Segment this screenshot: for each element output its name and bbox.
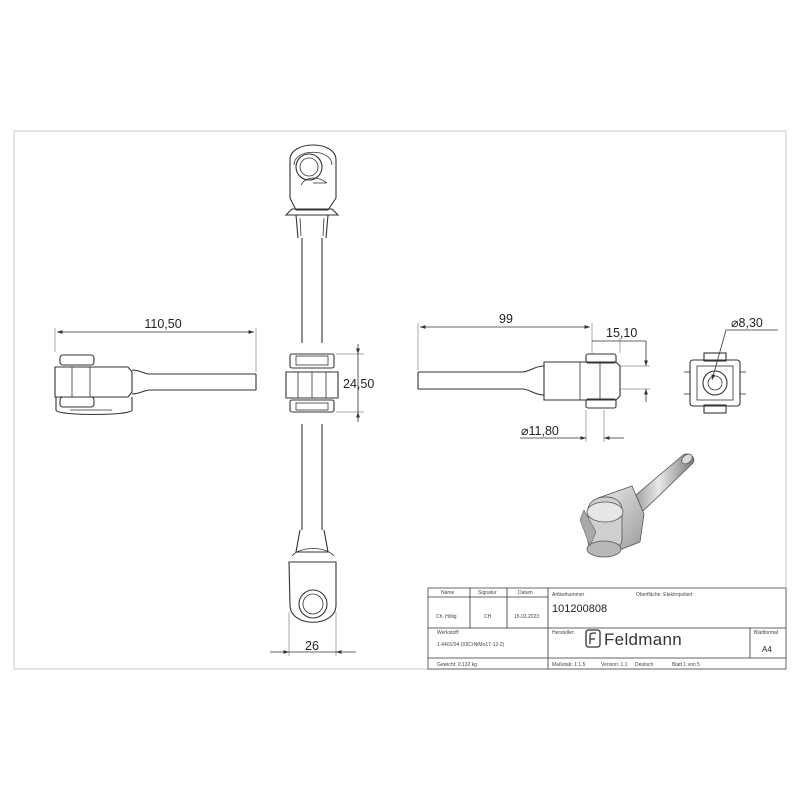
feldmann-logo-icon: [585, 629, 601, 648]
svg-text:Feldmann: Feldmann: [604, 630, 682, 649]
svg-text:Werkstoff:: Werkstoff:: [437, 630, 459, 636]
svg-text:24,50: 24,50: [343, 377, 374, 391]
left-side-view: [54, 354, 257, 416]
dimension-bottom-width: 26: [270, 612, 356, 656]
svg-text:Maßstab: 1:1.5: Maßstab: 1:1.5: [552, 662, 586, 668]
svg-text:15,10: 15,10: [606, 326, 637, 340]
svg-text:Signatur: Signatur: [478, 590, 497, 596]
drawing-frame: [13, 130, 787, 670]
svg-text:Deutsch: Deutsch: [635, 662, 654, 668]
svg-text:⌀8,30: ⌀8,30: [731, 316, 763, 330]
isometric-view: [579, 453, 695, 558]
dimension-side-length: 110,50: [54, 317, 257, 372]
dimension-right-length: 99: [417, 312, 593, 370]
svg-text:15.03.2023: 15.03.2023: [514, 614, 539, 620]
svg-text:26: 26: [305, 639, 319, 653]
title-block: Name Signatur Datum Artikelnummer Oberfl…: [427, 587, 787, 670]
end-view: [684, 352, 746, 414]
bottom-view-eye: [288, 424, 337, 623]
svg-text:Name: Name: [441, 590, 455, 596]
svg-text:101200808: 101200808: [552, 603, 607, 615]
svg-text:Hersteller:: Hersteller:: [552, 630, 575, 636]
svg-text:1.4401/04 (X5CrNiMo17-12-2): 1.4401/04 (X5CrNiMo17-12-2): [437, 642, 505, 648]
svg-text:Gewicht: 0.132 kg: Gewicht: 0.132 kg: [437, 662, 477, 668]
svg-text:Oberfläche: Elektropoliert: Oberfläche: Elektropoliert: [636, 592, 693, 598]
svg-text:Ch. Hölig: Ch. Hölig: [436, 614, 457, 620]
dimension-right-diameter: ⌀11,80: [520, 410, 624, 442]
svg-text:⌀11,80: ⌀11,80: [521, 424, 559, 438]
center-view: [285, 353, 339, 413]
svg-text:Version: 1.1: Version: 1.1: [601, 662, 628, 668]
dimension-end-diameter: ⌀8,30: [711, 316, 778, 381]
svg-text:Datum: Datum: [518, 590, 533, 596]
right-side-view: [417, 353, 621, 409]
dimension-right-offset: 15,10: [592, 326, 650, 402]
dimension-center-height: 24,50: [336, 344, 374, 422]
svg-text:Blatt 1 von 5: Blatt 1 von 5: [672, 662, 700, 668]
svg-text:Artikelnummer: Artikelnummer: [552, 592, 585, 598]
svg-text:CH: CH: [484, 614, 492, 620]
svg-text:A4: A4: [762, 645, 772, 654]
svg-text:99: 99: [499, 312, 513, 326]
svg-text:110,50: 110,50: [144, 317, 181, 331]
top-view-fork: [284, 144, 340, 343]
svg-text:Blattformat: Blattformat: [754, 630, 779, 636]
